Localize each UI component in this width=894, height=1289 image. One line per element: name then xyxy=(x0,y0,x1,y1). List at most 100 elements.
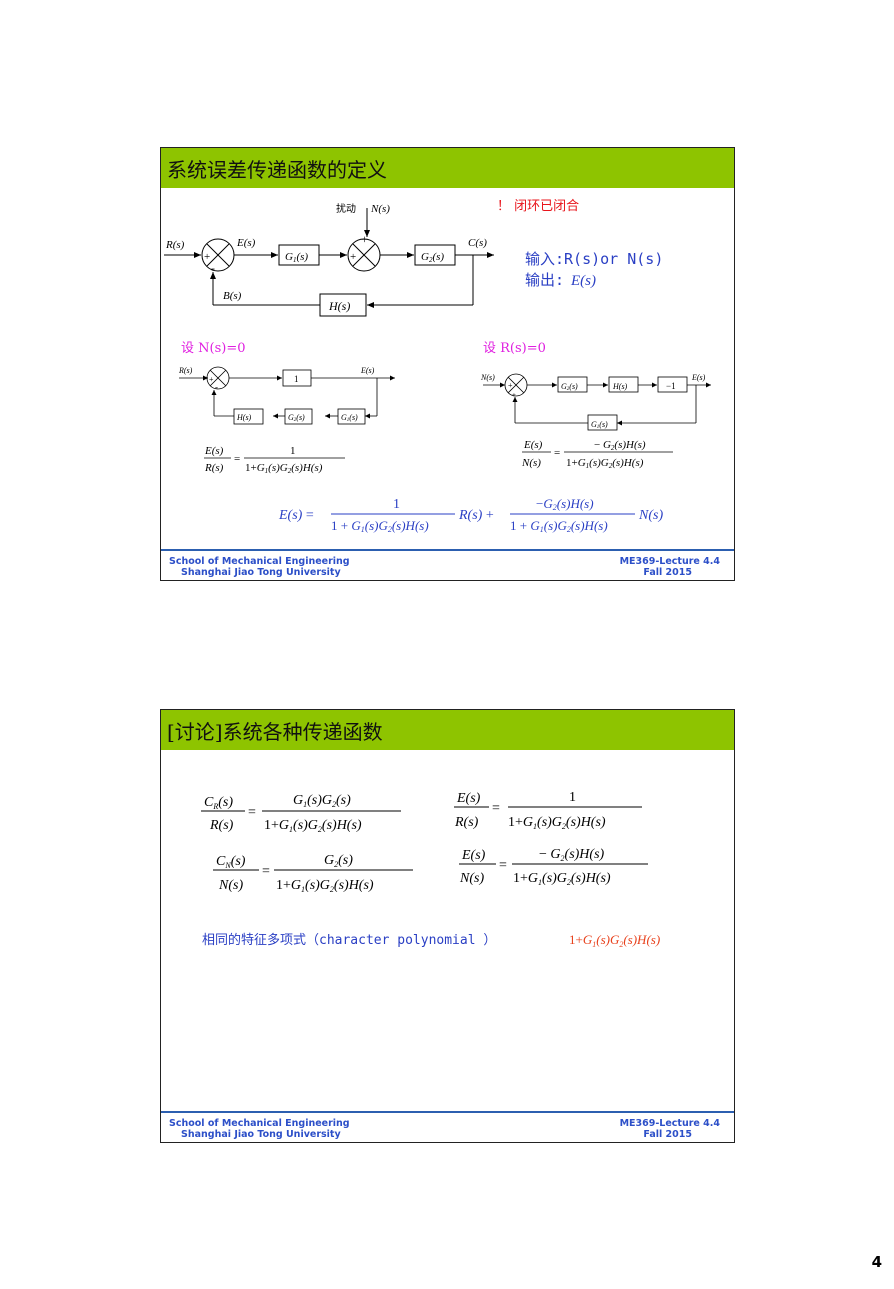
svg-text:-: - xyxy=(215,382,218,392)
svg-text:+: + xyxy=(361,232,368,246)
svg-text:G1(s)G2(s): G1(s)G2(s) xyxy=(293,793,351,809)
svg-text:R(s): R(s) xyxy=(454,815,479,830)
svg-text:N(s): N(s) xyxy=(370,203,390,215)
svg-text:G2(s): G2(s) xyxy=(288,413,305,423)
svg-text:CR(s): CR(s) xyxy=(204,795,233,811)
slide-title: [讨论]系统各种传递函数 xyxy=(167,720,383,744)
char-poly-label: 相同的特征多项式（character polynomial ） xyxy=(202,932,496,948)
svg-text:1+G1(s)G2(s)H(s): 1+G1(s)G2(s)H(s) xyxy=(566,457,644,470)
svg-text:输出:: 输出: xyxy=(525,271,564,289)
svg-text:1: 1 xyxy=(294,374,299,384)
svg-text:+: + xyxy=(209,375,214,384)
svg-text:R(s): R(s) xyxy=(165,239,185,251)
svg-text:1+G1(s)G2(s)H(s): 1+G1(s)G2(s)H(s) xyxy=(276,878,374,894)
formula-e-over-n: E(s) N(s) = − G2(s)H(s) 1+G1(s)G2(s)H(s) xyxy=(459,847,648,887)
svg-text:+: + xyxy=(350,251,356,263)
svg-text:E(s): E(s) xyxy=(456,791,481,806)
formula-e-over-r: E(s) R(s) = 1 1+G1(s)G2(s)H(s) xyxy=(204,445,345,475)
svg-text:N(s): N(s) xyxy=(459,871,484,886)
svg-text:1+G1(s)G2(s)H(s): 1+G1(s)G2(s)H(s) xyxy=(264,818,362,834)
svg-text:N(s): N(s) xyxy=(480,373,495,382)
footer-divider xyxy=(161,549,734,551)
footer-course: ME369-Lecture 4.4 Fall 2015 xyxy=(619,556,720,578)
svg-text:H(s): H(s) xyxy=(236,413,252,422)
svg-text:E(s) =: E(s) = xyxy=(278,508,314,523)
svg-text:=: = xyxy=(499,858,507,873)
svg-text:1: 1 xyxy=(290,445,296,457)
svg-text:−1: −1 xyxy=(666,381,676,391)
svg-text:R(s): R(s) xyxy=(209,818,234,833)
left-reduced-diagram xyxy=(179,366,395,425)
svg-text:E(s): E(s) xyxy=(523,439,543,451)
set-r-zero-label: 设 R(s)=0 xyxy=(483,341,546,356)
svg-text:B(s): B(s) xyxy=(223,290,242,302)
slide-error-transfer-definition: 系统误差传递函数的定义 xyxy=(160,147,735,581)
svg-text:N(s): N(s) xyxy=(218,878,243,893)
svg-text:=: = xyxy=(554,447,560,459)
svg-text:R(s) +: R(s) + xyxy=(458,508,494,523)
block-diagram-area: R(s) + - E(s) G1(s) + + G2(s) C(s) B(s) … xyxy=(164,199,711,534)
svg-text:+: + xyxy=(512,391,516,399)
svg-text:− G2(s)H(s): − G2(s)H(s) xyxy=(539,847,605,863)
svg-text:+: + xyxy=(204,251,210,263)
svg-text:G2(s): G2(s) xyxy=(421,251,444,264)
svg-text:N(s): N(s) xyxy=(521,457,541,469)
char-poly-expression: 1+G1(s)G2(s)H(s) xyxy=(569,932,660,949)
main-block-diagram xyxy=(164,208,494,317)
svg-text:E(s): E(s) xyxy=(691,373,706,382)
svg-text:− G2(s)H(s): − G2(s)H(s) xyxy=(594,439,646,452)
svg-text:=: = xyxy=(262,864,270,879)
formula-cr-over-r: CR(s) R(s) = G1(s)G2(s) 1+G1(s)G2(s)H(s) xyxy=(201,793,401,834)
svg-text:E(s): E(s) xyxy=(204,445,224,457)
closed-loop-note: ！ 闭环已闭合 xyxy=(497,199,579,214)
main-diagram-labels: R(s) + - E(s) G1(s) + + G2(s) C(s) B(s) … xyxy=(165,203,487,313)
svg-text:G2(s): G2(s) xyxy=(561,382,578,392)
svg-text:-: - xyxy=(211,261,215,275)
footer-school: School of Mechanical Engineering Shangha… xyxy=(169,556,350,578)
svg-text:G1(s): G1(s) xyxy=(285,251,308,264)
svg-text:=: = xyxy=(248,805,256,820)
svg-text:E(s): E(s) xyxy=(570,273,596,289)
svg-text:−G2(s)H(s): −G2(s)H(s) xyxy=(536,496,594,512)
input-description: 输入:R(s)or N(s) xyxy=(525,250,663,268)
svg-text:G1(s): G1(s) xyxy=(591,420,608,430)
formula-e-over-r: E(s) R(s) = 1 1+G1(s)G2(s)H(s) xyxy=(454,790,642,831)
svg-text:=: = xyxy=(234,453,240,465)
svg-text:1+G1(s)G2(s)H(s): 1+G1(s)G2(s)H(s) xyxy=(508,815,606,831)
svg-text:1 + G1(s)G2(s)H(s): 1 + G1(s)G2(s)H(s) xyxy=(331,518,429,534)
svg-text:R(s): R(s) xyxy=(178,366,193,375)
svg-text:H(s): H(s) xyxy=(328,299,350,313)
svg-text:H(s): H(s) xyxy=(612,382,628,391)
svg-text:G2(s): G2(s) xyxy=(324,853,353,869)
svg-text:E(s): E(s) xyxy=(360,366,375,375)
svg-text:1 + G1(s)G2(s)H(s): 1 + G1(s)G2(s)H(s) xyxy=(510,518,608,534)
svg-text:1: 1 xyxy=(569,790,576,805)
svg-text:1: 1 xyxy=(393,497,400,512)
right-reduced-diagram xyxy=(483,373,711,431)
disturbance-label: 扰动 xyxy=(336,202,356,215)
output-description: 输出: E(s) xyxy=(525,271,596,289)
formula-e-total: E(s) = 1 1 + G1(s)G2(s)H(s) R(s) + −G2(s… xyxy=(278,496,663,534)
formula-area: CR(s) R(s) = G1(s)G2(s) 1+G1(s)G2(s)H(s)… xyxy=(201,790,660,949)
set-n-zero-label: 设 N(s)=0 xyxy=(181,341,246,356)
svg-text:N(s): N(s) xyxy=(638,508,663,523)
svg-text:=: = xyxy=(492,801,500,816)
svg-text:C(s): C(s) xyxy=(468,237,487,249)
formula-cn-over-n: CN(s) N(s) = G2(s) 1+G1(s)G2(s)H(s) xyxy=(213,853,413,894)
svg-text:E(s): E(s) xyxy=(461,848,486,863)
svg-text:+: + xyxy=(508,381,513,390)
slide-title: 系统误差传递函数的定义 xyxy=(167,158,387,182)
svg-text:E(s): E(s) xyxy=(236,237,256,249)
svg-text:G1(s): G1(s) xyxy=(341,413,358,423)
footer-divider xyxy=(161,1111,734,1113)
page-number: 4 xyxy=(871,1253,882,1271)
svg-text:1+G1(s)G2(s)H(s): 1+G1(s)G2(s)H(s) xyxy=(245,462,323,475)
footer-course: ME369-Lecture 4.4 Fall 2015 xyxy=(619,1118,720,1140)
svg-text:1+G1(s)G2(s)H(s): 1+G1(s)G2(s)H(s) xyxy=(513,871,611,887)
svg-text:CN(s): CN(s) xyxy=(216,854,246,870)
formula-e-over-n: E(s) N(s) = − G2(s)H(s) 1+G1(s)G2(s)H(s) xyxy=(521,439,673,470)
svg-text:R(s): R(s) xyxy=(204,462,224,474)
slide-transfer-functions-discussion: [讨论]系统各种传递函数 CR(s) R(s) = G1(s)G2(s) 1+G… xyxy=(160,709,735,1143)
footer-school: School of Mechanical Engineering Shangha… xyxy=(169,1118,350,1140)
slide-title-bar: 系统误差传递函数的定义 xyxy=(161,148,734,188)
